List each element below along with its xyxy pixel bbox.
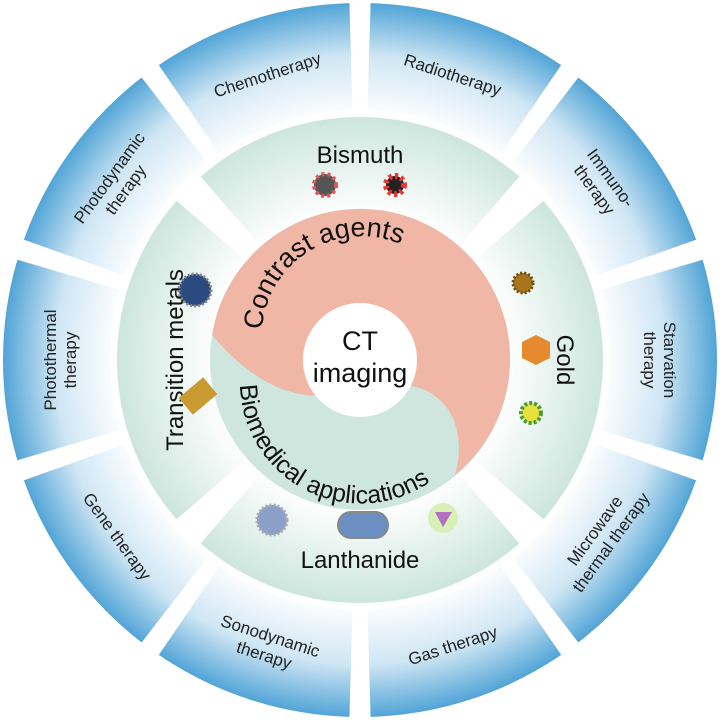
inner-circle: Contrast agents Biomedical applications … [210, 208, 511, 510]
center-label-line1: CT [342, 326, 378, 356]
nanoparticle-icons [177, 172, 550, 539]
middle-segment-bismuth: Bismuth [200, 116, 520, 247]
center-label-line2: imaging [313, 358, 408, 388]
transition-metal-nanoparticle-icon [177, 272, 213, 308]
transition-metal-nanosheet-icon [178, 377, 218, 415]
lanthanide-nanoparticle-icon [255, 503, 289, 537]
lanthanide-nanorod-icon [337, 511, 389, 539]
outer-segment-shape [158, 566, 353, 717]
bismuth-nanoparticle-icon [383, 173, 407, 197]
triangle-core-icon [435, 512, 452, 527]
middle-segment-shape [116, 200, 247, 520]
outer-segment-shape [599, 259, 717, 461]
outer-segment-shape [512, 77, 697, 276]
outer-segment-shape [158, 3, 353, 154]
middle-segment-shape [200, 116, 520, 247]
outer-segment-chemotherapy: Chemotherapy [158, 3, 353, 154]
outer-segment-gene: Gene therapy [23, 444, 208, 643]
outer-ring: RadiotherapyImmuno-therapyStarvationther… [2, 3, 717, 717]
bismuth-nanoparticle-icon [312, 172, 338, 198]
outer-segment-gas: Gas therapy [367, 566, 562, 717]
outer-label-starvation: therapy [640, 332, 659, 389]
outer-segment-immunotherapy: Immuno-therapy [512, 77, 697, 276]
outer-segment-radiotherapy: Radiotherapy [367, 3, 562, 154]
gold-nanostar-icon [522, 335, 550, 365]
outer-segment-shape [367, 3, 562, 154]
outer-segment-shape [23, 444, 208, 643]
center-circle [303, 303, 417, 417]
outer-label-starvation: Starvation [660, 322, 679, 399]
outer-segment-shape [2, 259, 121, 461]
gold-nanoparticle-icon [511, 271, 535, 295]
middle-label-bismuth: Bismuth [317, 142, 404, 169]
gold-nanoparticle-icon [519, 401, 543, 425]
middle-label-lanthanide: Lanthanide [301, 547, 420, 574]
outer-segment-shape [512, 444, 697, 643]
middle-label-gold: Gold [551, 335, 578, 386]
outer-label-photothermal: Photothermal [41, 309, 60, 410]
outer-label-photothermal: therapy [61, 331, 80, 388]
outer-segment-shape [367, 566, 562, 717]
outer-segment-shape [23, 77, 208, 276]
